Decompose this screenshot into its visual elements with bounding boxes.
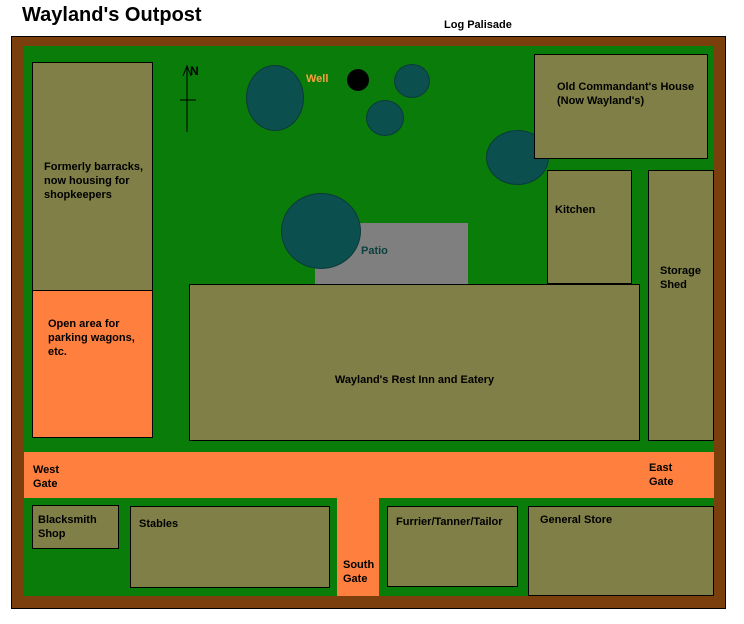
furrier-label: Furrier/Tanner/Tailor — [396, 516, 503, 528]
parking-label: Open area for parking wagons, etc. — [48, 318, 135, 358]
furrier-shop[interactable]: Furrier/Tanner/Tailor — [387, 506, 518, 587]
well-label: Well — [306, 73, 329, 85]
gate-road — [24, 452, 714, 498]
kitchen-building[interactable]: Kitchen — [547, 170, 632, 284]
inn-label: Wayland's Rest Inn and Eatery — [334, 374, 495, 386]
compass-rose-icon — [180, 64, 196, 132]
south-gate-label: South Gate — [343, 559, 375, 585]
inn-building[interactable]: Wayland's Rest Inn and Eatery — [189, 284, 640, 441]
general-store[interactable]: General Store — [528, 506, 714, 596]
barracks-label: Formerly barracks, now housing for shopk… — [44, 161, 144, 201]
west-gate-label: West Gate — [33, 464, 60, 490]
stables-building[interactable]: Stables — [130, 506, 330, 588]
map-title: Wayland's Outpost — [22, 4, 202, 26]
tree-icon — [281, 193, 361, 269]
tree-icon — [366, 100, 404, 136]
commandant-house[interactable]: Old Commandant's House (Now Wayland's) — [534, 54, 708, 159]
tree-icon — [246, 65, 304, 131]
patio-label: Patio — [361, 245, 388, 257]
commandant-label: Old Commandant's House (Now Wayland's) — [557, 81, 695, 107]
well-icon — [347, 69, 369, 91]
kitchen-label: Kitchen — [555, 204, 596, 216]
storage-shed[interactable]: Storage Shed — [648, 170, 714, 441]
palisade-label: Log Palisade — [444, 19, 512, 31]
blacksmith-shop[interactable]: Blacksmith Shop — [32, 505, 119, 549]
stables-label: Stables — [139, 518, 179, 530]
tree-icon — [394, 64, 430, 98]
east-gate-label: East Gate — [649, 462, 674, 488]
blacksmith-label: Blacksmith Shop — [38, 514, 97, 540]
parking-area[interactable]: Open area for parking wagons, etc. — [32, 290, 153, 438]
compass-north-label: N — [190, 64, 199, 78]
barracks-building[interactable]: Formerly barracks, now housing for shopk… — [32, 62, 153, 291]
general-store-label: General Store — [540, 514, 613, 526]
south-gate-road — [337, 498, 379, 596]
storage-label: Storage Shed — [660, 265, 701, 291]
